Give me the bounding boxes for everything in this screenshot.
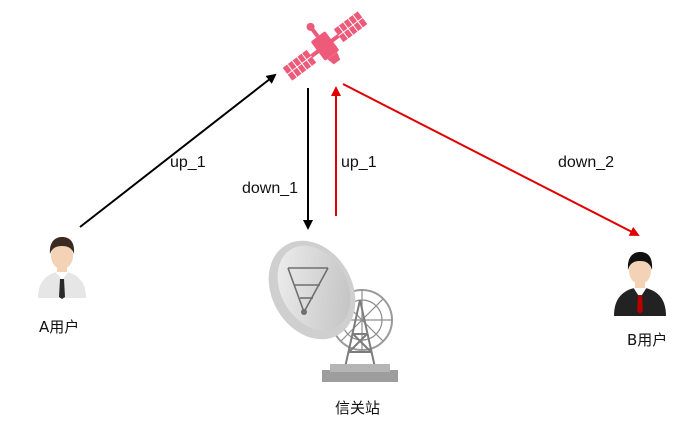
gateway-station-icon [268, 240, 398, 382]
gateway-label: 信关站 [335, 399, 380, 417]
user-a-icon [38, 237, 86, 299]
label-sat-down-gateway: down_1 [242, 180, 298, 197]
label-sat-down-b: down_2 [558, 154, 614, 171]
label-gateway-up: up_1 [341, 154, 377, 171]
link-sat-down-b [342, 83, 640, 236]
user-b-label: B用户 [627, 331, 667, 349]
label-a-up: up_1 [170, 154, 206, 171]
satellite-icon [282, 11, 368, 81]
user-b-icon [614, 252, 666, 316]
user-a-label: A用户 [39, 318, 79, 336]
link-a-up [79, 73, 277, 228]
